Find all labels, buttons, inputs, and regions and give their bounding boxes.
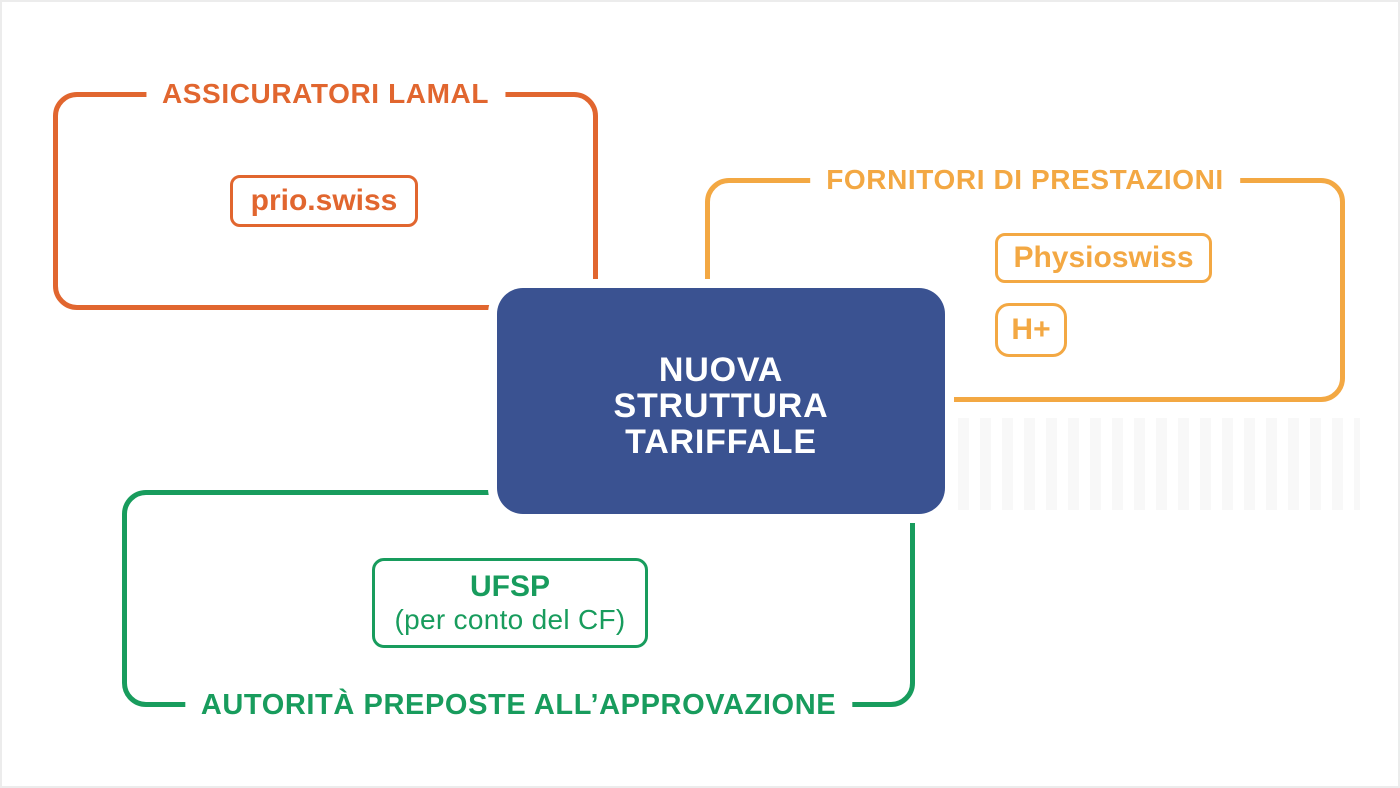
center-node-nuova-struttura-tariffale: NUOVA STRUTTURA TARIFFALE (497, 288, 945, 514)
group-insurers-bracket: ASSICURATORI LAMAL (53, 77, 598, 310)
center-node-line-2: STRUTTURA (613, 387, 829, 425)
member-label-ufsp: UFSP (469, 569, 550, 603)
center-node-line-1: NUOVA (658, 351, 784, 389)
group-authorities-title: AUTORITÀ PREPOSTE ALL’APPROVAZIONE (184, 688, 853, 722)
member-box-physioswiss: Physioswiss (995, 233, 1212, 283)
center-node-line-3: TARIFFALE (625, 423, 817, 461)
member-label-physioswiss: Physioswiss (1013, 241, 1194, 274)
group-providers-title: FORNITORI DI PRESTAZIONI (810, 163, 1240, 197)
member-label-prio-swiss: prio.swiss (250, 184, 398, 217)
member-box-prio-swiss: prio.swiss (230, 175, 418, 227)
faint-stripe-watermark (958, 418, 1360, 510)
member-box-ufsp: UFSP (per conto del CF) (372, 558, 648, 648)
member-box-h-plus: H+ (995, 303, 1067, 357)
group-insurers-title: ASSICURATORI LAMAL (145, 77, 506, 111)
member-label-h-plus: H+ (1011, 313, 1051, 346)
member-sublabel-ufsp: (per conto del CF) (394, 604, 626, 636)
